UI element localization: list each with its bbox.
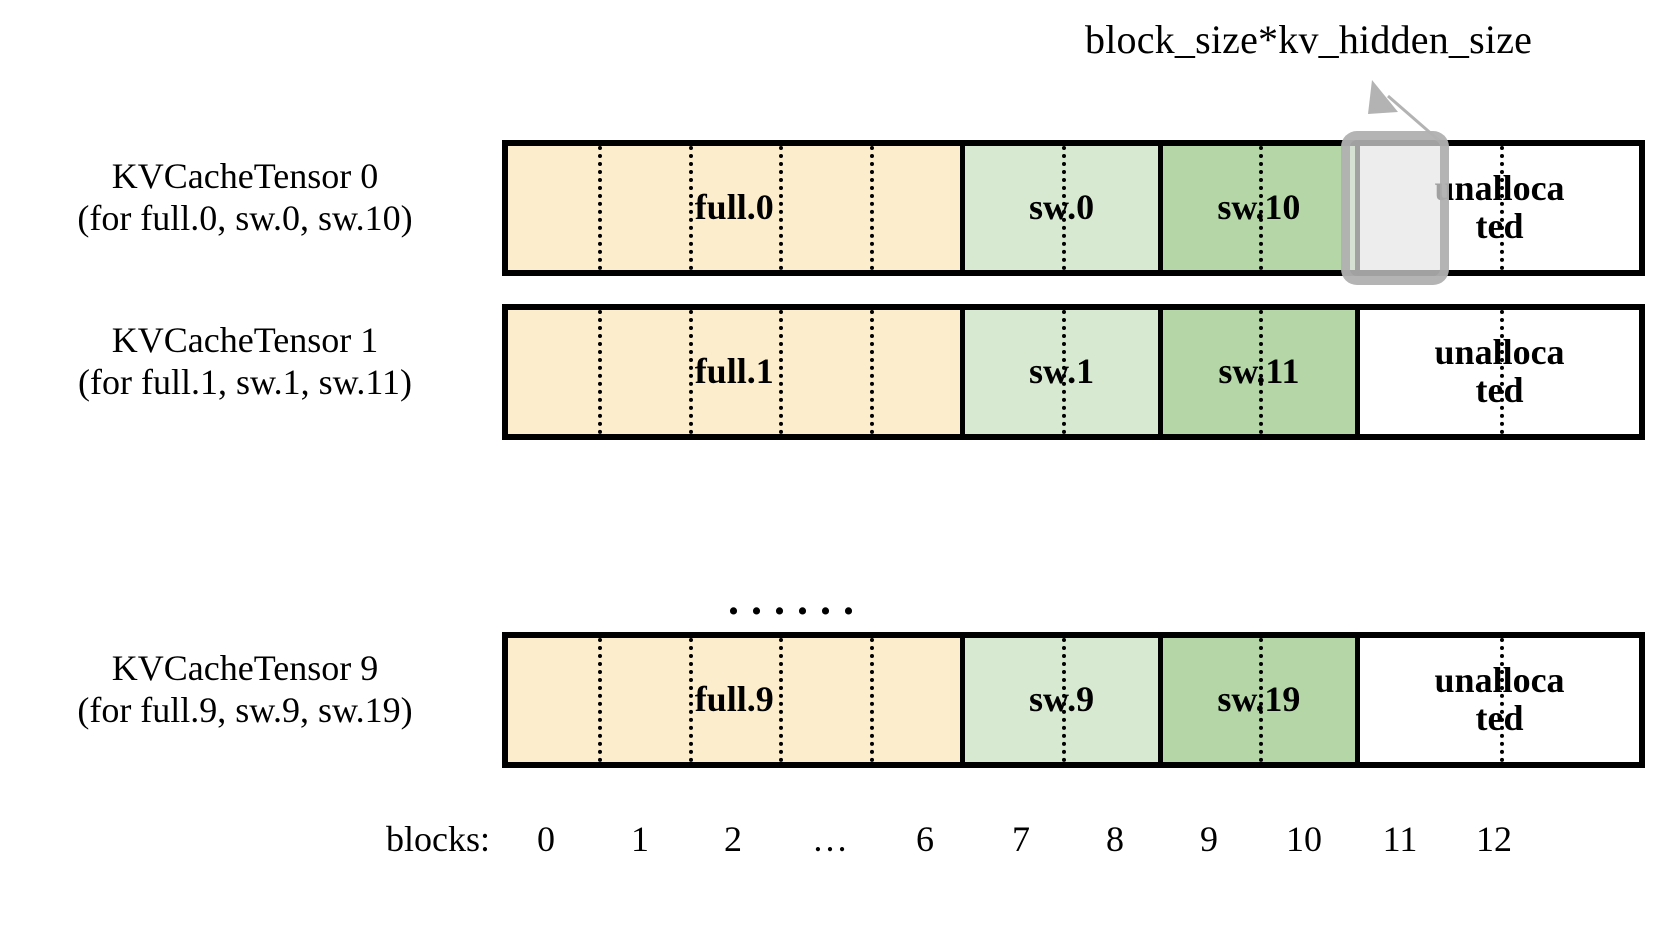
block-divider xyxy=(598,638,603,762)
axis-tick: 12 xyxy=(1476,819,1512,859)
axis-tick: 11 xyxy=(1382,819,1418,859)
axis-title: blocks: xyxy=(386,819,490,859)
rows-ellipsis: ...... xyxy=(728,575,866,624)
axis-tick: 6 xyxy=(916,819,934,859)
tensor-name: KVCacheTensor 0 xyxy=(111,156,379,196)
full-segment[interactable]: full.0 xyxy=(508,146,961,270)
sw-light-segment[interactable]: sw.9 xyxy=(960,638,1158,762)
block-divider xyxy=(779,146,784,270)
tensor-contents: (for full.1, sw.1, sw.11) xyxy=(78,361,412,402)
block-divider xyxy=(598,310,603,434)
block-divider xyxy=(688,638,693,762)
axis-tick: 9 xyxy=(1200,819,1218,859)
tensor-contents: (for full.0, sw.0, sw.10) xyxy=(77,197,413,238)
block-divider xyxy=(1258,638,1263,762)
sw-light-segment-label: sw.1 xyxy=(1029,351,1095,392)
sw-light-segment[interactable]: sw.0 xyxy=(960,146,1158,270)
sw-light-segment-label: sw.0 xyxy=(1029,187,1095,228)
sw-dark-segment-label: sw.19 xyxy=(1217,679,1301,720)
kv-cache-tensor-bar: full.1 sw.1 sw.11 unalloca ted xyxy=(502,304,1645,440)
tensor-row-label: KVCacheTensor 0(for full.0, sw.0, sw.10) xyxy=(0,156,490,240)
full-segment[interactable]: full.1 xyxy=(508,310,961,434)
block-divider xyxy=(598,146,603,270)
block-divider xyxy=(1061,310,1066,434)
unallocated-segment-label: unalloca ted xyxy=(1434,168,1565,246)
unallocated-segment-label: unalloca ted xyxy=(1434,660,1565,738)
block-divider xyxy=(688,146,693,270)
axis-tick: 2 xyxy=(724,819,742,859)
axis-tick: 1 xyxy=(631,819,649,859)
full-segment-label: full.0 xyxy=(694,187,774,228)
block-highlight-box[interactable] xyxy=(1341,131,1449,285)
axis-tick: 7 xyxy=(1012,819,1030,859)
tensor-contents: (for full.9, sw.9, sw.19) xyxy=(77,689,413,730)
block-divider xyxy=(1499,638,1504,762)
callout-label: block_size*kv_hidden_size xyxy=(1085,17,1533,62)
sw-light-segment-label: sw.9 xyxy=(1029,679,1095,720)
block-divider xyxy=(688,310,693,434)
axis-tick: 0 xyxy=(537,819,555,859)
tensor-name: KVCacheTensor 1 xyxy=(111,320,379,360)
tensor-row-label: KVCacheTensor 1(for full.1, sw.1, sw.11) xyxy=(0,320,490,404)
unallocated-segment[interactable]: unalloca ted xyxy=(1355,638,1639,762)
axis-tick: … xyxy=(812,819,848,859)
unallocated-segment-label: unalloca ted xyxy=(1434,332,1565,410)
kv-cache-tensor-bar: full.0 sw.0 sw.10 unalloca ted xyxy=(502,140,1645,276)
full-segment[interactable]: full.9 xyxy=(508,638,961,762)
block-divider xyxy=(1499,310,1504,434)
sw-light-segment[interactable]: sw.1 xyxy=(960,310,1158,434)
kv-cache-tensor-bar: full.9 sw.9 sw.19 unalloca ted xyxy=(502,632,1645,768)
block-divider xyxy=(869,146,874,270)
sw-dark-segment[interactable]: sw.11 xyxy=(1157,310,1356,434)
full-segment-label: full.9 xyxy=(694,679,774,720)
block-divider xyxy=(869,310,874,434)
block-divider xyxy=(1258,310,1263,434)
full-segment-label: full.1 xyxy=(694,351,774,392)
tensor-name: KVCacheTensor 9 xyxy=(111,648,379,688)
tensor-row-label: KVCacheTensor 9(for full.9, sw.9, sw.19) xyxy=(0,648,490,732)
block-divider xyxy=(779,638,784,762)
unallocated-segment[interactable]: unalloca ted xyxy=(1355,310,1639,434)
block-divider xyxy=(869,638,874,762)
sw-dark-segment[interactable]: sw.19 xyxy=(1157,638,1356,762)
block-divider xyxy=(1061,638,1066,762)
block-divider xyxy=(1258,146,1263,270)
axis-tick: 10 xyxy=(1286,819,1322,859)
axis-tick: 8 xyxy=(1106,819,1124,859)
block-divider xyxy=(1061,146,1066,270)
sw-dark-segment[interactable]: sw.10 xyxy=(1157,146,1356,270)
sw-dark-segment-label: sw.11 xyxy=(1218,351,1300,392)
block-divider xyxy=(1499,146,1504,270)
block-divider xyxy=(779,310,784,434)
sw-dark-segment-label: sw.10 xyxy=(1217,187,1301,228)
